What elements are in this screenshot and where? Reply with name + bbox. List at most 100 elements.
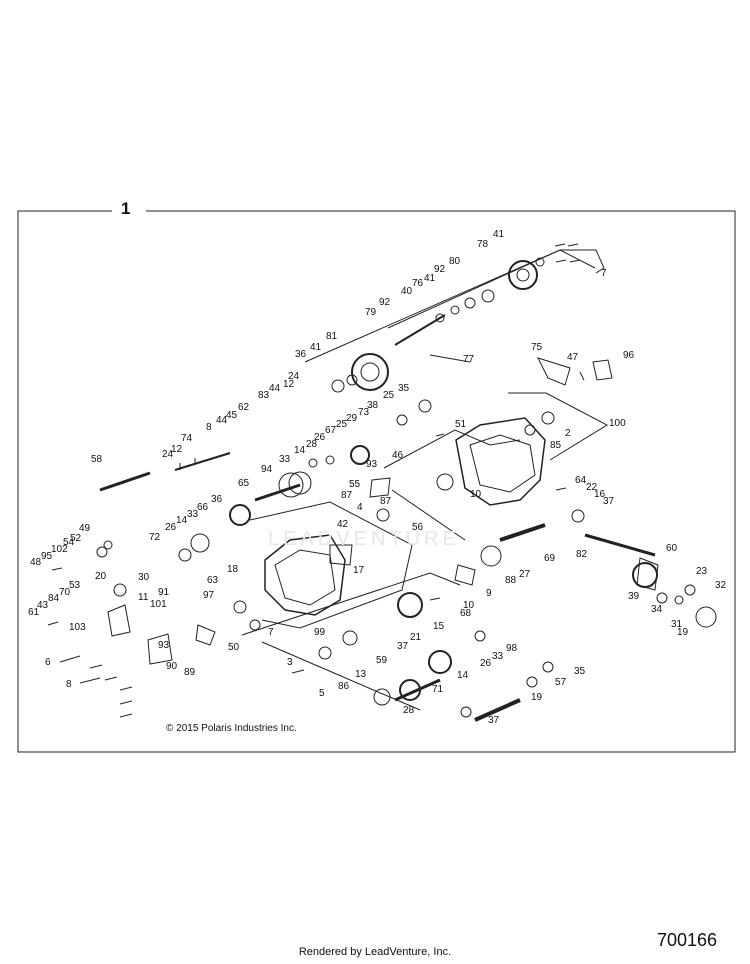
callout-label: 4	[357, 502, 363, 513]
callout-label: 33	[279, 454, 291, 465]
callout-label: 12	[171, 444, 183, 455]
callout-label: 69	[544, 553, 556, 564]
callout-label: 40	[401, 286, 413, 297]
group-bracket	[241, 572, 461, 636]
bearing-part	[331, 379, 345, 393]
callout-label: 87	[341, 490, 353, 501]
callout-label: 2	[565, 428, 571, 439]
callout-label: 7	[601, 268, 607, 279]
group-bracket	[508, 392, 609, 461]
callout-label: 9	[486, 588, 492, 599]
callout-label: 89	[184, 667, 196, 678]
callout-label: 96	[623, 350, 635, 361]
callout-label: 78	[477, 239, 489, 250]
callout-label: 18	[227, 564, 239, 575]
callout-label: 51	[455, 419, 467, 430]
callout-label: 32	[715, 580, 727, 591]
callout-label: 12	[283, 379, 295, 390]
coupler-part	[632, 562, 658, 588]
callout-label: 31	[671, 619, 683, 630]
gear-part	[428, 650, 452, 674]
callout-label: 24	[162, 449, 174, 460]
callout-label: 94	[261, 464, 273, 475]
callout-label: 11	[138, 592, 149, 603]
callout-label: 66	[197, 502, 209, 513]
group-bracket	[249, 501, 413, 629]
callout-label: 34	[651, 604, 663, 615]
watermark: LEADVENTURE	[268, 528, 460, 550]
callout-label: 59	[376, 655, 388, 666]
callout-label: 25	[336, 419, 348, 430]
callout-label: 52	[70, 533, 82, 544]
callout-label: 79	[365, 307, 377, 318]
callout-label: 26	[165, 522, 177, 533]
callout-label: 75	[531, 342, 543, 353]
callout-label: 91	[158, 587, 170, 598]
callout-label: 27	[519, 569, 531, 580]
callout-label: 21	[410, 632, 422, 643]
callout-label: 42	[337, 519, 349, 530]
callout-label: 93	[366, 459, 378, 470]
callout-label: 62	[238, 402, 250, 413]
callout-label: 35	[574, 666, 586, 677]
callout-label: 99	[314, 627, 326, 638]
callout-label: 41	[310, 342, 322, 353]
callout-label: 17	[353, 565, 365, 576]
gear-part	[397, 592, 423, 618]
seal-part	[695, 606, 717, 628]
callout-label: 41	[424, 273, 436, 284]
pump-part	[147, 633, 173, 665]
callout-label: 56	[412, 522, 424, 533]
callout-label: 33	[492, 651, 504, 662]
callout-label: 86	[338, 681, 350, 692]
callout-label: 41	[493, 229, 505, 240]
callout-label: 53	[69, 580, 81, 591]
callout-label: 26	[314, 432, 326, 443]
callout-label: 70	[59, 587, 71, 598]
callout-label: 83	[258, 390, 270, 401]
callout-label: 23	[696, 566, 708, 577]
transmission-housing	[455, 417, 546, 506]
callout-label: 101	[150, 599, 167, 610]
assembly-number: 1	[121, 199, 131, 218]
callout-label: 73	[358, 407, 370, 418]
callout-label: 28	[403, 705, 415, 716]
callout-label: 22	[586, 482, 598, 493]
callout-label: 48	[30, 557, 42, 568]
callout-label: 49	[79, 523, 91, 534]
callout-label: 8	[66, 679, 72, 690]
callout-label: 35	[398, 383, 410, 394]
shaft-part	[99, 471, 151, 492]
callout-label: 47	[567, 352, 579, 363]
callout-label: 13	[355, 669, 367, 680]
callout-label: 71	[432, 684, 444, 695]
callout-label: 60	[666, 543, 678, 554]
callout-label: 63	[207, 575, 219, 586]
callout-label: 43	[37, 600, 49, 611]
callout-label: 5	[319, 688, 325, 699]
callout-label: 61	[28, 607, 40, 618]
callout-label: 82	[576, 549, 588, 560]
callout-label: 102	[51, 544, 68, 555]
bolt-part	[59, 655, 81, 663]
callout-label: 100	[609, 418, 626, 429]
callout-label: 76	[412, 278, 424, 289]
callout-label: 97	[203, 590, 215, 601]
seal-part	[480, 545, 502, 567]
callout-label: 39	[628, 591, 640, 602]
callout-label: 37	[488, 715, 500, 726]
callout-label: 38	[367, 400, 379, 411]
bracket-part	[537, 357, 571, 386]
callout-label: 44	[216, 415, 228, 426]
callout-label: 14	[457, 670, 469, 681]
callout-label: 81	[326, 331, 338, 342]
callout-label: 6	[45, 657, 51, 668]
gear-part	[508, 260, 538, 290]
callout-label: 46	[392, 450, 404, 461]
actuator-part	[592, 359, 613, 381]
callout-label: 68	[460, 608, 472, 619]
callout-label: 50	[228, 642, 240, 653]
figure-id: 700166	[657, 930, 718, 950]
callout-label: 16	[594, 489, 606, 500]
